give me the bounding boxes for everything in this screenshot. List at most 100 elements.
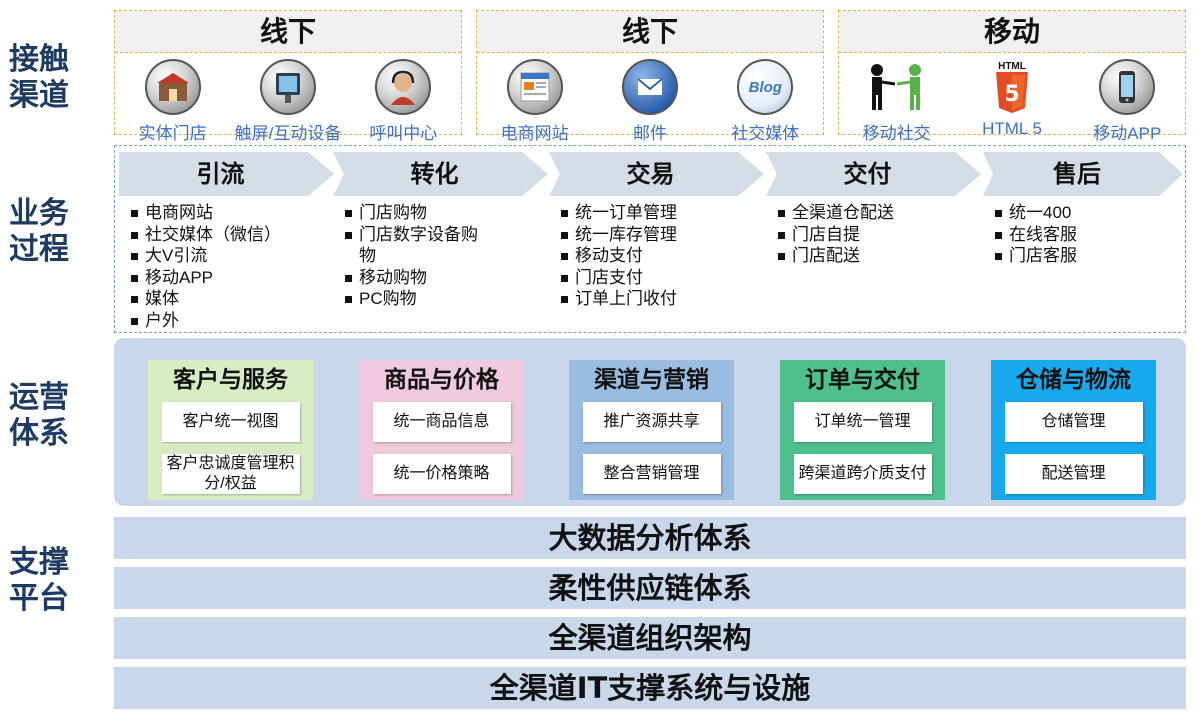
channel-group-title: 线下	[115, 11, 461, 53]
support-bar-it-systems: 全渠道IT支撑系统与设施	[114, 667, 1186, 709]
ops-item: 统一商品信息	[372, 402, 511, 442]
list-item: 统一400	[995, 202, 1183, 224]
process-stage-list: 门店购物 门店数字设备购物 移动购物 PC购物	[333, 202, 483, 310]
channel-item-mail: 邮件	[592, 59, 707, 144]
list-item: 社交媒体（微信）	[131, 224, 334, 246]
blog-icon-text: Blog	[748, 78, 782, 96]
row-label-support: 支撑 平台	[9, 545, 69, 616]
process-stage-list: 全渠道仓配送 门店自提 门店配送	[766, 202, 981, 267]
store-icon	[144, 59, 201, 115]
process-stage-traffic: 引流 电商网站 社交媒体（微信） 大V引流 移动APP 媒体 户外	[119, 152, 334, 331]
channel-item-touchscreen: 触屏/互动设备	[230, 59, 345, 144]
list-item: 电商网站	[131, 202, 334, 224]
ops-item: 仓储管理	[1004, 402, 1143, 442]
support-bar-organization: 全渠道组织架构	[114, 617, 1186, 659]
channel-group-offline-1: 线下 实体门店 触屏/互动设备 呼叫中心	[114, 10, 462, 143]
row-label-operations: 运营 体系	[9, 380, 69, 451]
process-stage-delivery: 交付 全渠道仓配送 门店自提 门店配送	[766, 152, 981, 267]
phone-icon	[1099, 59, 1156, 115]
process-stage-title: 交付	[766, 152, 981, 196]
list-item: 全渠道仓配送	[778, 202, 981, 224]
ops-item: 统一价格策略	[372, 454, 511, 494]
channel-label: 邮件	[632, 124, 667, 143]
channel-label: HTML 5	[982, 119, 1042, 138]
list-item: 门店购物	[345, 202, 483, 224]
blog-icon: Blog	[737, 59, 794, 115]
list-item: 户外	[131, 310, 334, 332]
list-item: 统一库存管理	[561, 224, 764, 246]
process-stage-list: 统一订单管理 统一库存管理 移动支付 门店支付 订单上门收付	[549, 202, 764, 310]
channel-item-call-center: 呼叫中心	[346, 59, 461, 144]
channel-label: 触屏/互动设备	[234, 124, 342, 143]
svg-text:5: 5	[1004, 82, 1019, 107]
process-stage-title: 转化	[333, 152, 548, 196]
list-item: 门店自提	[778, 224, 981, 246]
ops-item: 订单统一管理	[793, 402, 932, 442]
list-item: 大V引流	[131, 245, 334, 267]
html5-icon: HTML 5	[984, 59, 1040, 115]
ops-card-title: 客户与服务	[173, 367, 288, 393]
channel-item-blog: Blog 社交媒体	[708, 59, 823, 144]
ops-card-customer: 客户与服务 客户统一视图 客户忠诚度管理积分/权益	[148, 360, 313, 500]
channel-label: 电商网站	[500, 124, 569, 143]
list-item: 移动APP	[131, 267, 334, 289]
process-stage-transaction: 交易 统一订单管理 统一库存管理 移动支付 门店支付 订单上门收付	[549, 152, 764, 310]
list-item: 门店数字设备购物	[345, 224, 483, 267]
ops-card-warehouse: 仓储与物流 仓储管理 配送管理	[991, 360, 1156, 500]
ops-card-title: 订单与交付	[805, 367, 920, 393]
list-item: 门店配送	[778, 245, 981, 267]
row-label-process: 业务 过程	[9, 196, 69, 267]
ops-item: 跨渠道跨介质支付	[793, 454, 932, 494]
ops-card-title: 仓储与物流	[1016, 367, 1131, 393]
channel-label: 呼叫中心	[369, 124, 438, 143]
touchscreen-icon	[259, 59, 316, 115]
channel-item-mobile-app: 移动APP	[1070, 59, 1185, 144]
website-icon	[506, 59, 563, 115]
html5-icon-text: HTML	[998, 60, 1026, 72]
list-item: 媒体	[131, 288, 334, 310]
mail-icon	[621, 59, 678, 115]
row-label-touchpoints: 接触 渠道	[9, 42, 69, 113]
list-item: 订单上门收付	[561, 288, 764, 310]
list-item: 移动购物	[345, 267, 483, 289]
list-item: 统一订单管理	[561, 202, 764, 224]
ops-item: 配送管理	[1004, 454, 1143, 494]
channel-item-website: 电商网站	[477, 59, 592, 144]
ops-item: 客户忠诚度管理积分/权益	[161, 454, 300, 494]
ops-card-title: 商品与价格	[384, 367, 499, 393]
process-stage-after-sales: 售后 统一400 在线客服 门店客服	[983, 152, 1183, 267]
channel-label: 社交媒体	[731, 124, 800, 143]
ops-item: 客户统一视图	[161, 402, 300, 442]
support-bar-supply-chain: 柔性供应链体系	[114, 567, 1186, 609]
business-process-area: 引流 电商网站 社交媒体（微信） 大V引流 移动APP 媒体 户外 转化 门店购…	[114, 145, 1186, 333]
list-item: 门店支付	[561, 267, 764, 289]
process-stage-conversion: 转化 门店购物 门店数字设备购物 移动购物 PC购物	[333, 152, 548, 310]
channel-label: 移动社交	[862, 124, 931, 143]
support-bar-big-data: 大数据分析体系	[114, 517, 1186, 559]
list-item: 移动支付	[561, 245, 764, 267]
process-stage-title: 售后	[983, 152, 1183, 196]
channel-item-html5: HTML 5 HTML 5	[954, 59, 1069, 144]
ops-card-title: 渠道与营销	[594, 367, 709, 393]
channel-group-title: 移动	[839, 11, 1185, 53]
ops-card-order: 订单与交付 订单统一管理 跨渠道跨介质支付	[780, 360, 945, 500]
channel-group-title: 线下	[477, 11, 823, 53]
list-item: 在线客服	[995, 224, 1183, 246]
operations-area: 客户与服务 客户统一视图 客户忠诚度管理积分/权益 商品与价格 统一商品信息 统…	[114, 338, 1186, 506]
ops-card-channel: 渠道与营销 推广资源共享 整合营销管理	[569, 360, 734, 500]
channel-item-store: 实体门店	[115, 59, 230, 144]
process-stage-list: 电商网站 社交媒体（微信） 大V引流 移动APP 媒体 户外	[119, 202, 334, 331]
people-icon	[859, 59, 935, 115]
channel-label: 实体门店	[138, 124, 207, 143]
channel-label: 移动APP	[1093, 124, 1162, 143]
process-stage-list: 统一400 在线客服 门店客服	[983, 202, 1183, 267]
list-item: 门店客服	[995, 245, 1183, 267]
ops-item: 整合营销管理	[582, 454, 721, 494]
list-item: PC购物	[345, 288, 483, 310]
process-stage-title: 引流	[119, 152, 334, 196]
channel-group-offline-2: 线下 电商网站 邮件 Blog 社交媒体	[476, 10, 824, 143]
process-stage-title: 交易	[549, 152, 764, 196]
channel-group-mobile: 移动 移动社交 HTML 5 HTML 5 移动APP	[838, 10, 1186, 143]
ops-card-product: 商品与价格 统一商品信息 统一价格策略	[359, 360, 524, 500]
channel-item-mobile-social: 移动社交	[839, 59, 954, 144]
